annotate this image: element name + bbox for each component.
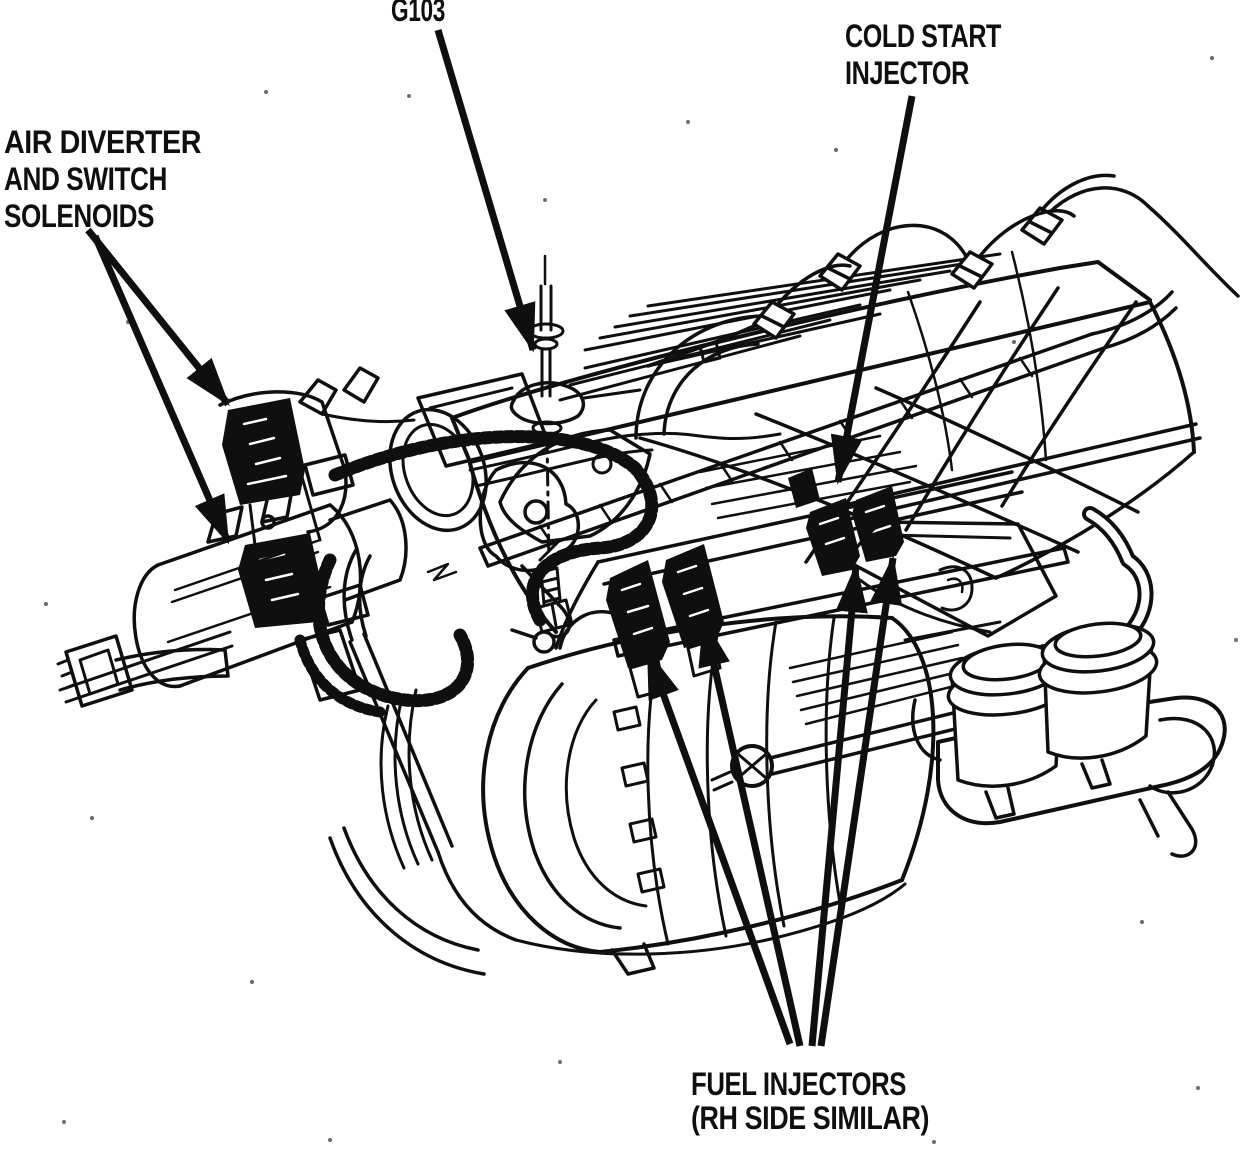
spark-plug-wires <box>646 173 1240 472</box>
labels: AIR DIVERTER AND SWITCH SOLENOIDS G103 C… <box>4 0 1002 1136</box>
callout-fuel-injector-4 <box>817 555 903 1047</box>
callout-g103 <box>434 29 537 353</box>
label-fuel-injectors-line2: (RH SIDE SIMILAR) <box>691 1100 929 1136</box>
label-g103: G103 <box>391 0 445 28</box>
callout-air-diverter-upper <box>85 227 231 407</box>
belt-pulleys <box>328 548 907 976</box>
master-cylinder <box>911 621 1227 826</box>
callout-arrows <box>85 29 916 1047</box>
callout-fuel-injector-2 <box>698 617 804 1047</box>
rear-injector-connectors <box>788 468 904 576</box>
label-air-diverter-line1: AIR DIVERTER <box>4 124 201 160</box>
harness-tube <box>478 290 1178 568</box>
label-cold-start-line1: COLD START <box>845 18 1002 54</box>
alternator <box>481 610 936 976</box>
label-air-diverter-line3: SOLENOIDS <box>4 198 154 234</box>
callout-air-diverter-lower <box>91 234 232 545</box>
engine-illustration <box>44 56 1240 1144</box>
conduit-loops <box>294 430 659 718</box>
callout-fuel-injector-1 <box>644 649 794 1046</box>
misc-brackets <box>903 620 1217 858</box>
callout-fuel-injector-3 <box>808 563 868 1047</box>
paper-speckle <box>44 56 1238 1144</box>
label-cold-start-line2: INJECTOR <box>845 55 969 91</box>
callout-cold-start <box>830 95 916 485</box>
label-air-diverter-line2: AND SWITCH <box>4 161 167 197</box>
label-fuel-injectors-line1: FUEL INJECTORS <box>691 1066 906 1102</box>
